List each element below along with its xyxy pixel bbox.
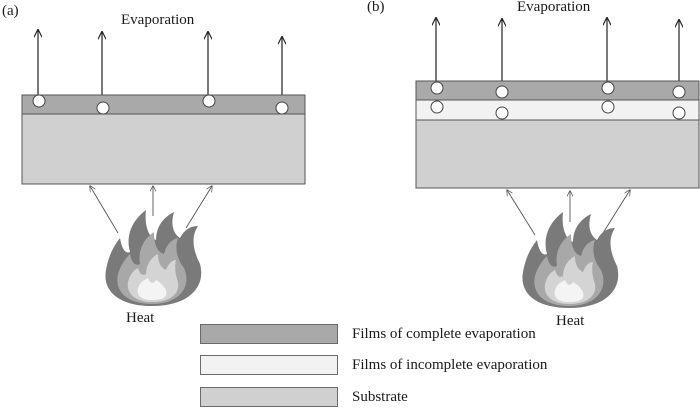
panel-a-evaporation-arrows xyxy=(38,30,282,104)
bubble-icon xyxy=(96,101,110,115)
panel-b-heat-label: Heat xyxy=(556,313,585,329)
panel-b-substrate xyxy=(415,119,700,189)
panel-b-incomplete-film xyxy=(415,99,700,121)
panel-a-substrate xyxy=(21,113,306,185)
legend-swatch-substrate xyxy=(200,387,338,407)
panel-a-evaporation-label: Evaporation xyxy=(121,12,195,28)
legend-swatch-incomplete-film xyxy=(200,355,338,375)
panel-a-heat-label: Heat xyxy=(126,310,155,326)
panel-b-complete-film xyxy=(415,80,700,101)
panel-b-bubbles xyxy=(430,81,686,120)
panel-b-heat-arrows xyxy=(507,190,630,236)
bubble-icon xyxy=(495,106,509,120)
bubble-icon xyxy=(202,94,216,108)
legend-swatch-complete-film xyxy=(200,324,338,344)
up-arrow-icon xyxy=(90,186,119,234)
panel-a-bubbles xyxy=(32,94,289,115)
bubble-icon xyxy=(430,81,444,95)
bubble-icon xyxy=(32,94,46,108)
panel-b xyxy=(415,18,700,308)
bubble-icon xyxy=(601,100,615,114)
bubble-icon xyxy=(672,106,686,120)
up-arrow-icon xyxy=(185,186,212,229)
bubble-icon xyxy=(275,101,289,115)
bubble-icon xyxy=(601,81,615,95)
bubble-icon xyxy=(495,85,509,99)
panel-b-evaporation-arrows xyxy=(436,18,679,89)
bubble-icon xyxy=(430,100,444,114)
bubble-icon xyxy=(672,85,686,99)
flame-icon xyxy=(105,210,202,306)
legend-label-substrate: Substrate xyxy=(352,389,408,405)
flame-icon xyxy=(522,212,619,308)
panel-a xyxy=(21,30,306,306)
panel-b-label: (b) xyxy=(367,0,385,15)
up-arrow-icon xyxy=(507,190,536,236)
panel-a-heat-arrows xyxy=(90,186,212,234)
panel-a-complete-film xyxy=(21,94,306,115)
panel-a-label: (a) xyxy=(2,3,19,19)
legend-label-incomplete-film: Films of incomplete evaporation xyxy=(352,357,548,373)
legend-label-complete-film: Films of complete evaporation xyxy=(352,326,536,342)
panel-b-evaporation-label: Evaporation xyxy=(517,0,591,15)
up-arrow-icon xyxy=(602,190,630,234)
